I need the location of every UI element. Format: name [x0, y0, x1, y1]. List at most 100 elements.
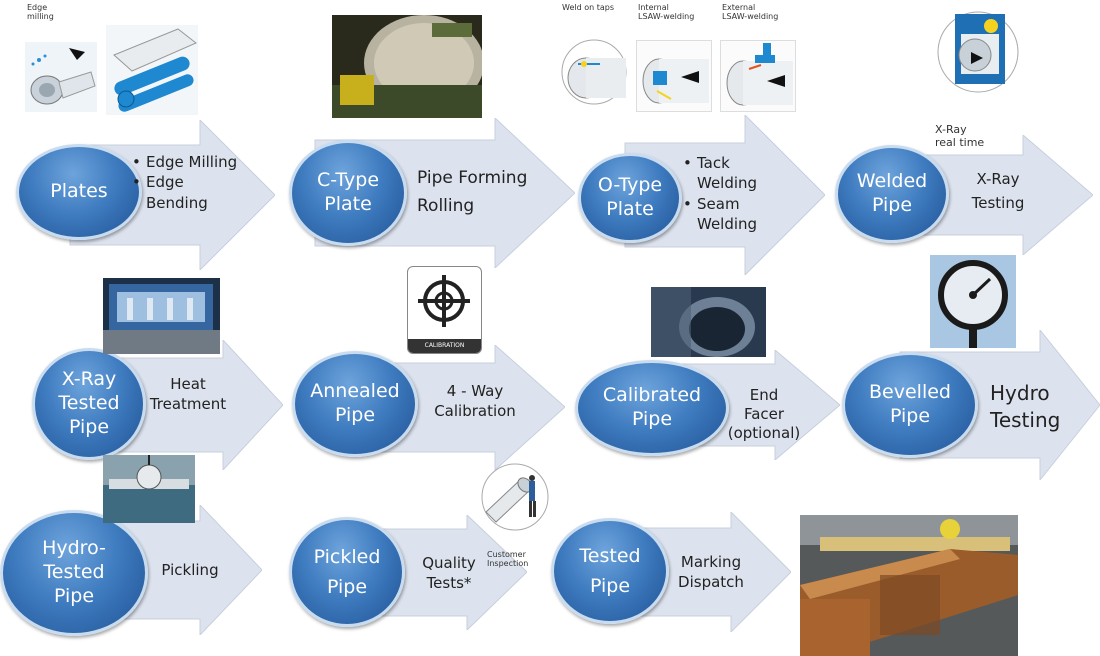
action-line: Facer — [743, 404, 785, 423]
action-line: Dispatch — [678, 573, 744, 592]
xray-realtime-illustration — [935, 0, 1021, 105]
ellipse-o-type-plate: O-Type Plate — [578, 153, 682, 243]
customer-inspection-illustration — [480, 462, 550, 532]
ellipse-label: Tested — [579, 544, 641, 567]
action-line: Testing — [990, 408, 1061, 432]
step-xray-tested-pipe: X-Ray Tested Pipe Heat Treatment — [28, 340, 283, 470]
bullet-item: Tack Welding — [679, 153, 789, 194]
ellipse-label: Tested — [58, 392, 120, 415]
ellipse-label: Pipe — [326, 576, 368, 598]
ellipse-xray-tested-pipe: X-Ray Tested Pipe — [32, 348, 146, 460]
action-line: End — [749, 386, 779, 404]
action-text: Marking Dispatch — [671, 552, 751, 593]
step-pickled-pipe: Pickled Pipe Quality Tests* — [287, 515, 527, 630]
action-text: Pickling — [150, 560, 230, 580]
action-line: Pipe Forming — [417, 168, 528, 188]
crosshair-icon — [418, 275, 470, 327]
external-welding-illustration — [720, 40, 796, 112]
edge-bending-illustration — [106, 25, 198, 115]
pickling-tank-photo — [103, 455, 195, 523]
ellipse-label: O-Type — [597, 174, 663, 197]
action-text: Edge Milling Edge Bending — [128, 152, 238, 213]
caption-customer-inspection: Customer Inspection — [487, 550, 529, 569]
action-text: Tack Welding Seam Welding — [679, 153, 789, 234]
action-line: Rolling — [417, 196, 475, 217]
action-line: X-Ray — [976, 170, 1020, 188]
action-line: Hydro — [990, 381, 1050, 405]
calibration-badge: CALIBRATION — [407, 266, 482, 354]
pressure-gauge-icon — [930, 255, 1016, 348]
action-line: Pickling — [161, 561, 219, 579]
action-text: End Facer (optional) — [723, 386, 805, 442]
bullet-item: Edge Bending — [128, 172, 238, 213]
ellipse-plates: Plates — [16, 144, 142, 240]
action-line: 4 - Way — [446, 382, 504, 400]
action-line: Quality — [422, 554, 476, 572]
ellipse-calibrated-pipe: Calibrated Pipe — [575, 360, 729, 456]
ellipse-label: Pipe — [589, 575, 631, 597]
ellipse-label: Hydro- — [42, 537, 106, 560]
ellipse-label: Tested — [43, 561, 105, 584]
ellipse-welded-pipe: Welded Pipe — [835, 145, 949, 243]
action-line: Tests* — [426, 574, 472, 593]
step-plates: Plates Edge Milling Edge Bending — [10, 120, 275, 270]
weld-on-taps-illustration — [560, 30, 628, 110]
flow-arrow — [97, 340, 283, 470]
action-line: Calibration — [434, 402, 516, 421]
ellipse-label: Pipe — [631, 408, 673, 430]
ellipse-label: Pickled — [313, 545, 381, 568]
caption-internal-welding: Internal LSAW-welding — [638, 3, 695, 22]
step-bevelled-pipe: Bevelled Pipe Hydro Testing — [840, 330, 1100, 480]
step-hydro-tested-pipe: Hydro- Tested Pipe Pickling — [0, 505, 262, 636]
ellipse-label: C-Type — [316, 169, 380, 192]
ellipse-label: Calibrated — [602, 384, 702, 407]
action-line: (optional) — [727, 423, 801, 442]
ellipse-c-type-plate: C-Type Plate — [289, 140, 407, 246]
caption-edge-milling: Edge milling — [27, 3, 54, 22]
ellipse-label: Pipe — [334, 404, 376, 426]
ellipse-label: Annealed — [310, 380, 400, 403]
step-calibrated-pipe: Calibrated Pipe End Facer (optional) — [575, 350, 840, 460]
step-tested-pipe: Tested Pipe Marking Dispatch — [551, 512, 791, 632]
ellipse-label: Pipe — [889, 405, 931, 427]
action-text: Heat Treatment — [138, 374, 238, 415]
ellipse-pickled-pipe: Pickled Pipe — [289, 517, 405, 627]
ellipse-label: Welded — [856, 170, 928, 193]
caption-external-welding: External LSAW-welding — [722, 3, 779, 22]
dispatch-crates-photo — [800, 515, 1018, 656]
internal-welding-illustration — [636, 40, 712, 112]
end-facer-photo — [651, 287, 766, 357]
action-text: Hydro Testing — [990, 380, 1090, 434]
pipe-forming-photo — [332, 15, 482, 118]
action-text: 4 - Way Calibration — [420, 381, 530, 422]
ellipse-label: Plate — [324, 193, 372, 215]
ellipse-label: Pipe — [68, 415, 110, 438]
ellipse-label: Pipe — [871, 194, 913, 216]
heat-treatment-photo — [103, 278, 220, 354]
step-annealed-pipe: Annealed Pipe 4 - Way Calibration — [290, 345, 565, 470]
action-line: Testing — [971, 194, 1025, 212]
edge-milling-illustration — [25, 42, 97, 112]
ellipse-annealed-pipe: Annealed Pipe — [292, 351, 418, 457]
bullet-item: Edge Milling — [128, 152, 238, 173]
caption-xray-realtime: X-Ray real time — [935, 123, 985, 150]
step-o-type-plate: O-Type Plate Tack Welding Seam Welding — [575, 115, 825, 275]
bullet-item: Seam Welding — [679, 194, 789, 235]
ellipse-label: Plate — [606, 198, 654, 220]
ellipse-label: Bevelled — [869, 381, 951, 404]
action-line: Treatment — [149, 395, 227, 414]
action-text: X-Ray Testing — [958, 167, 1038, 215]
action-text: Quality Tests* — [409, 553, 489, 594]
calibration-badge-label: CALIBRATION — [408, 339, 481, 353]
action-text: Pipe Forming Rolling — [417, 164, 547, 220]
step-c-type-plate: C-Type Plate Pipe Forming Rolling — [285, 118, 575, 268]
action-line: Heat — [170, 375, 206, 393]
ellipse-label: Pipe — [53, 584, 95, 607]
ellipse-label: Plates — [50, 180, 108, 203]
ellipse-label: X-Ray — [61, 368, 117, 391]
ellipse-bevelled-pipe: Bevelled Pipe — [842, 352, 978, 458]
ellipse-tested-pipe: Tested Pipe — [551, 518, 669, 624]
caption-weld-on-taps: Weld on taps — [562, 3, 614, 12]
ellipse-hydro-tested-pipe: Hydro- Tested Pipe — [0, 510, 148, 636]
